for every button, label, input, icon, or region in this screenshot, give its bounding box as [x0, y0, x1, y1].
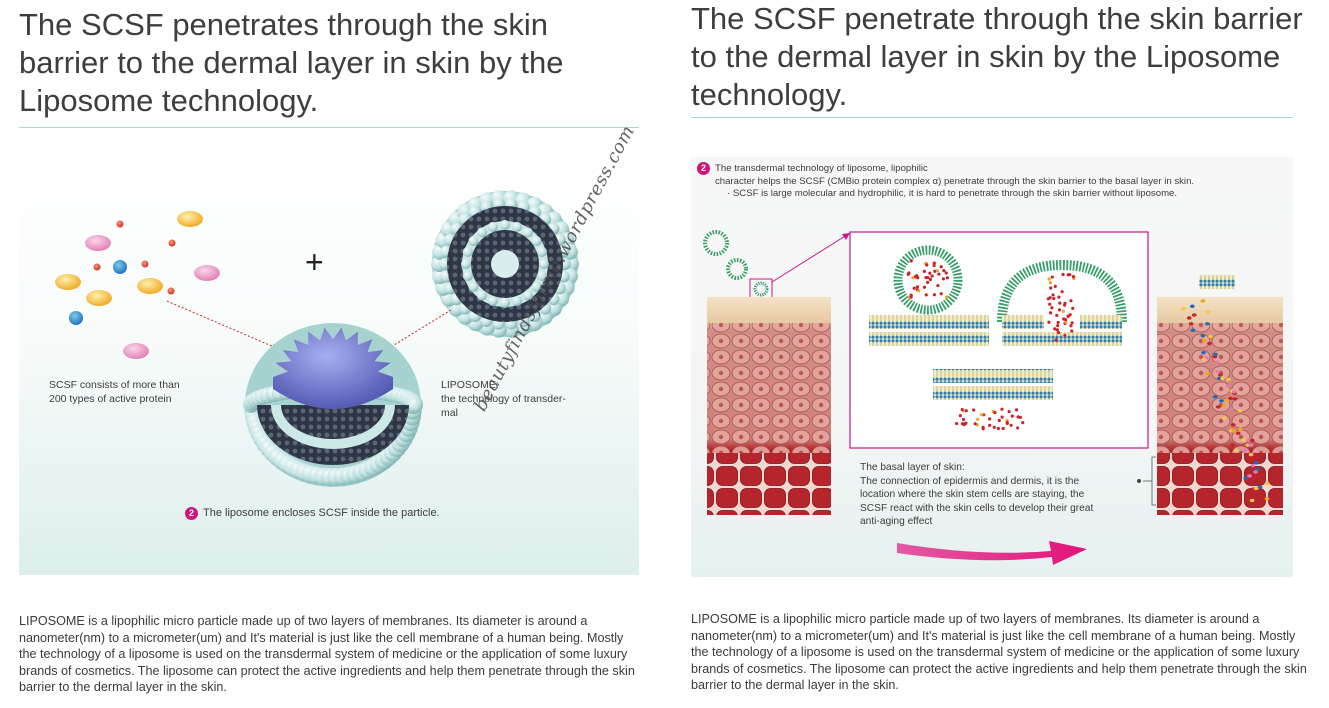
- liposome-label-line3: mal: [441, 407, 458, 419]
- right-title-divider: [691, 117, 1293, 118]
- scsf-label: SCSF consists of more than 200 types of …: [49, 378, 180, 406]
- transdermal-intro: 2 The transdermal technology of liposome,…: [697, 162, 1194, 201]
- right-panel: The SCSF penetrate through the skin barr…: [672, 0, 1329, 708]
- left-title-divider: [19, 127, 639, 128]
- basal-layer-note: The basal layer of skin: The connection …: [860, 461, 1093, 529]
- caption-text: The liposome encloses SCSF inside the pa…: [203, 507, 440, 519]
- right-title: The SCSF penetrate through the skin barr…: [691, 1, 1303, 112]
- intro-line1: The transdermal technology of liposome, …: [715, 163, 928, 175]
- scsf-label-line2: 200 types of active protein: [49, 393, 172, 405]
- liposome-diagram: +: [19, 167, 639, 575]
- basal-layer-pointer: [1137, 456, 1156, 506]
- left-body-paragraph: LIPOSOME is a lipophilic micro particle …: [19, 614, 635, 695]
- left-panel: The SCSF penetrates through the skin bar…: [0, 0, 660, 708]
- intro-number-badge: 2: [697, 162, 710, 175]
- right-body-paragraph: LIPOSOME is a lipophilic micro particle …: [691, 612, 1307, 693]
- basal-line1: The basal layer of skin:: [860, 462, 965, 473]
- magnified-membrane-view: [849, 231, 1149, 449]
- skin-cross-section-after: [1157, 275, 1283, 515]
- liposome-sphere: [431, 190, 579, 338]
- left-caption: 2 The liposome encloses SCSF inside the p…: [185, 506, 440, 520]
- plus-sign: +: [305, 244, 324, 280]
- liposome-label: LIPOSOME: the technology of transder- ma…: [441, 378, 566, 420]
- liposome-label-line2: the technology of transder-: [441, 393, 566, 405]
- liposome-with-scsf: [243, 323, 423, 487]
- basal-line2: The connection of epidermis and dermis, …: [860, 475, 1080, 487]
- skin-cross-section-before: [707, 297, 831, 515]
- transdermal-diagram: 2 The transdermal technology of liposome,…: [691, 157, 1293, 577]
- liposome-diagram-svg: +: [55, 190, 579, 487]
- basal-line3: location where the skin stem cells are s…: [860, 489, 1085, 501]
- left-title: The SCSF penetrates through the skin bar…: [19, 7, 564, 118]
- basal-line4: SCSF react with the skin cells to develo…: [860, 502, 1094, 514]
- intro-line2: character helps the SCSF (CMBio protein …: [715, 175, 1195, 187]
- transdermal-diagram-svg: [703, 230, 1283, 565]
- scsf-label-line1: SCSF consists of more than: [49, 379, 180, 391]
- basal-line5: anti-aging effect: [860, 516, 933, 528]
- intro-line3: · SCSF is large molecular and hydrophili…: [727, 188, 1178, 200]
- progress-arrow: [897, 541, 1087, 565]
- caption-number-badge: 2: [185, 506, 198, 520]
- liposome-label-line1: LIPOSOME:: [441, 379, 499, 391]
- scsf-protein-particles: [55, 211, 220, 359]
- floating-liposomes: [703, 230, 851, 300]
